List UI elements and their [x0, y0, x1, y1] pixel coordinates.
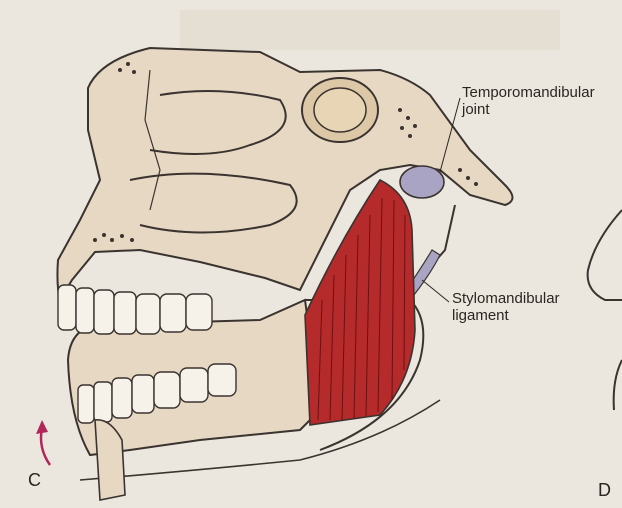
arrow-head-icon [36, 420, 48, 434]
panel-letter-c: C [28, 470, 41, 491]
tmj-label-line2: joint [462, 101, 595, 118]
bleed-through-area [180, 10, 560, 50]
stylomandibular-label: Stylomandibular ligament [452, 290, 560, 324]
panel-d-nose-outline [588, 210, 622, 300]
panel-d-chin-outline [614, 360, 622, 410]
styloid-process [438, 205, 455, 258]
upper-teeth [58, 285, 212, 334]
orbit-inner [314, 88, 366, 132]
maxilla-bone [57, 48, 512, 330]
tmj-label: Temporomandibular joint [462, 84, 595, 118]
motion-arrow [41, 428, 50, 465]
tmj-label-line1: Temporomandibular [462, 84, 595, 101]
tmj-capsule [400, 166, 444, 198]
stylo-label-line1: Stylomandibular [452, 290, 560, 307]
ligament-leader-line [422, 280, 449, 302]
panel-letter-d: D [598, 480, 611, 501]
stylo-label-line2: ligament [452, 307, 560, 324]
